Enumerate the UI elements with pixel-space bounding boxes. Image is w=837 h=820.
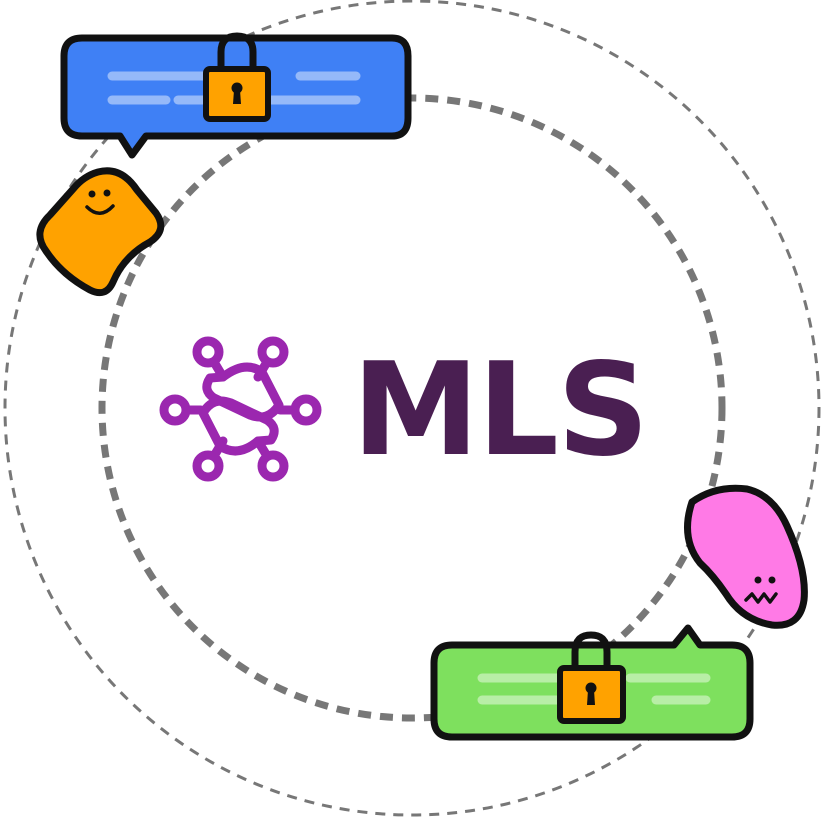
padlock-icon bbox=[557, 631, 626, 724]
message-text-lines bbox=[107, 71, 361, 105]
smile-face bbox=[85, 189, 115, 215]
orange-smiling-character bbox=[36, 167, 165, 297]
green-message-bubble bbox=[430, 624, 754, 741]
inner-orbit-ring bbox=[98, 94, 726, 722]
network-hexagon-icon bbox=[159, 336, 322, 482]
pink-grimacing-character bbox=[684, 484, 808, 629]
mls-wordmark: MLS bbox=[352, 336, 647, 485]
outer-orbit-ring bbox=[3, 0, 821, 817]
grimace-face bbox=[744, 576, 778, 604]
message-text-lines bbox=[477, 673, 711, 705]
padlock-icon bbox=[203, 32, 271, 122]
blue-message-bubble bbox=[60, 32, 412, 159]
